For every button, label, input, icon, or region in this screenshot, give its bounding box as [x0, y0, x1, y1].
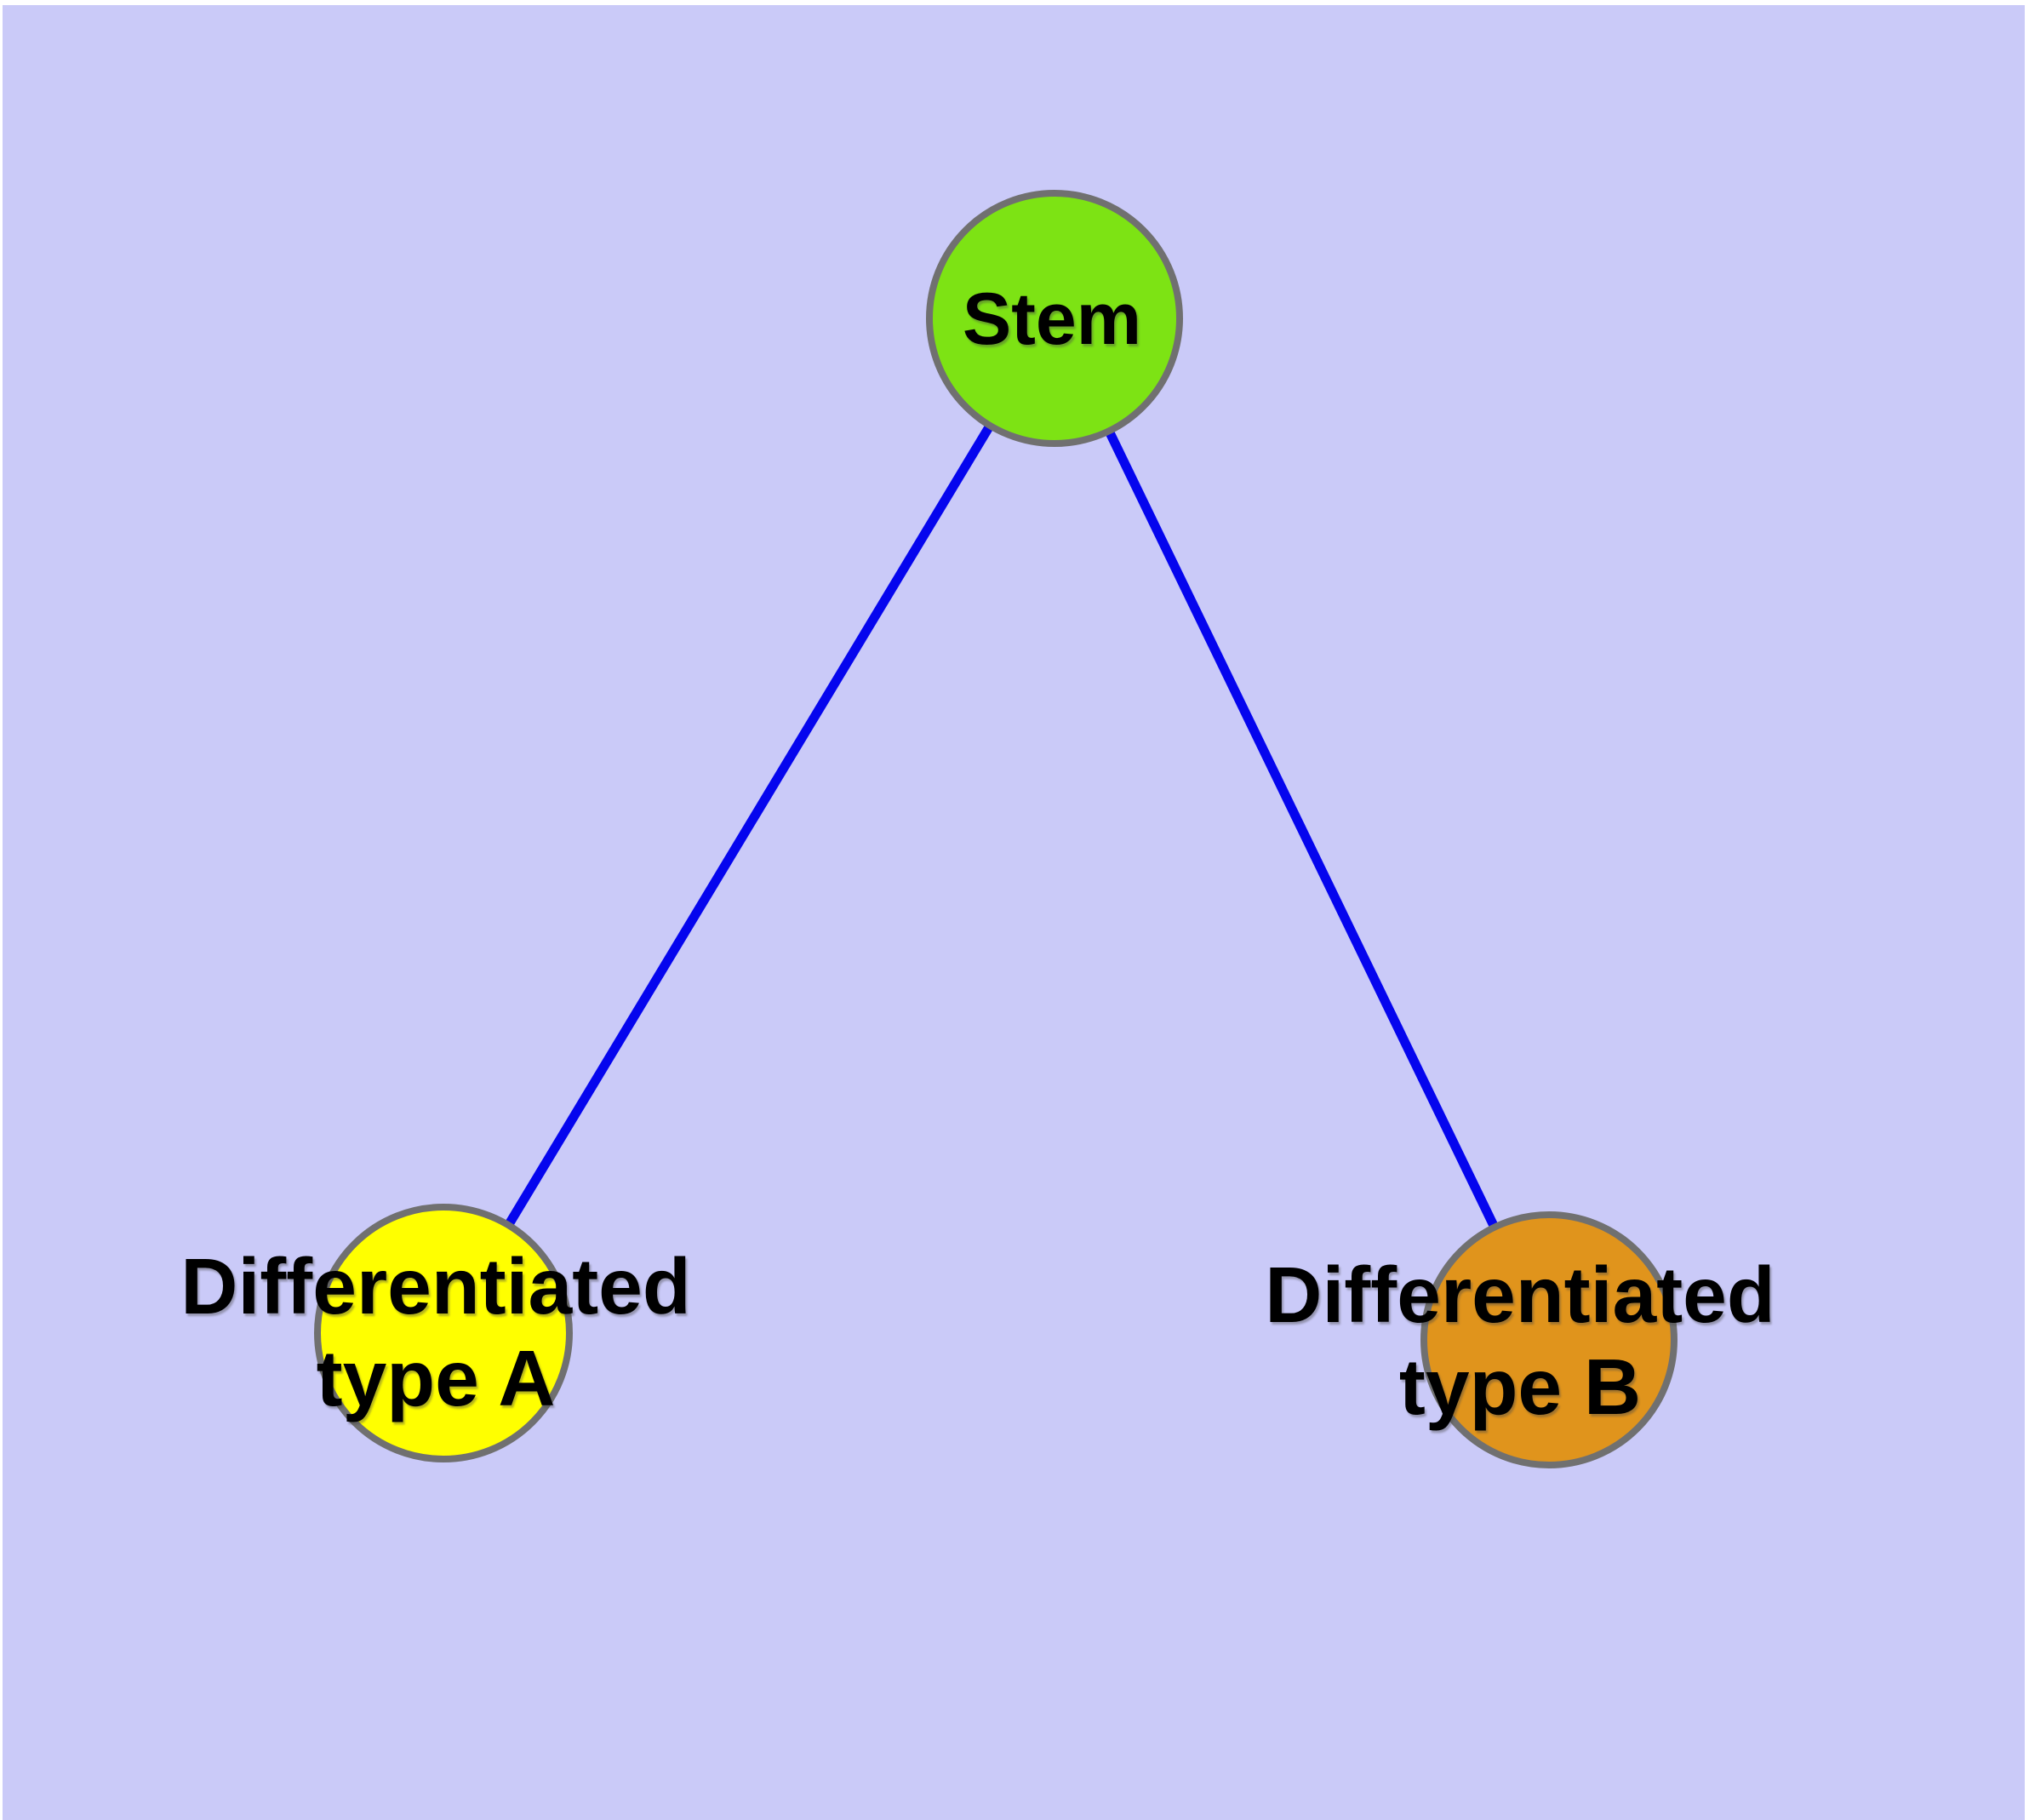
label-stem: Stem — [962, 278, 1142, 361]
edge-stem-type-b — [1050, 316, 1553, 1342]
node-stem — [926, 190, 1183, 447]
label-type-b: Differentiated type B — [1265, 1251, 1775, 1431]
edge-stem-type-a — [439, 316, 1059, 1336]
label-type-a: Differentiated type A — [180, 1242, 691, 1422]
node-type-b — [1420, 1211, 1677, 1468]
node-type-a — [314, 1204, 573, 1462]
